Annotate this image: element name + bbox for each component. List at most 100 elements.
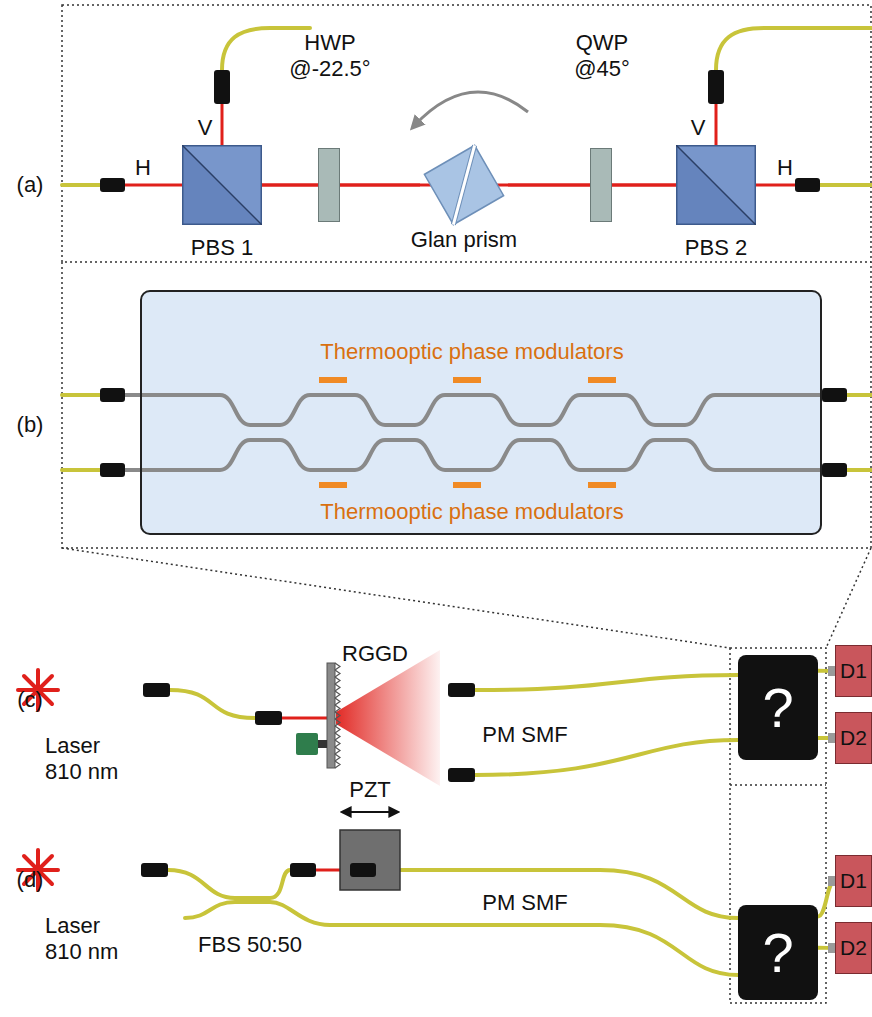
optical-fibers (185, 902, 738, 975)
part-label: (d) (17, 867, 44, 893)
dotted-frames (826, 548, 871, 648)
node-label: D1 (840, 868, 867, 893)
cube-face (182, 145, 262, 225)
fiber-couplers (141, 863, 168, 877)
thermooptic-heaters (319, 377, 616, 488)
thermooptic-heaters (588, 377, 616, 383)
fiber-couplers (448, 768, 475, 782)
node-label: Thermooptic phase modulators (320, 339, 623, 365)
unknown-mark: ? (762, 925, 793, 981)
splitting-plane (676, 145, 756, 225)
waveplate: QWP @45° (590, 148, 612, 222)
fiber-couplers (822, 463, 847, 477)
cube-face (182, 145, 262, 225)
cube-shape (182, 145, 262, 225)
prism-body (424, 145, 503, 224)
detector-port (828, 666, 835, 676)
dotted-frames (62, 548, 730, 648)
optical-fibers (820, 183, 872, 187)
fiber-couplers (100, 70, 847, 877)
part-label: H (777, 155, 793, 181)
waveguides (125, 440, 822, 470)
part-label: (b) (17, 412, 44, 438)
fiber-couplers (143, 683, 170, 697)
polarizing-beam-splitter: PBS 2 (676, 145, 756, 225)
fiber-couplers (795, 178, 820, 192)
optical-fibers (716, 28, 872, 70)
waveguides (125, 395, 822, 425)
part-label: FBS 50:50 (198, 932, 302, 958)
node-label: QWP @45° (552, 30, 652, 83)
thermooptic-heaters (588, 482, 616, 488)
part-label: PZT (349, 777, 391, 803)
laser-beam (508, 184, 590, 187)
fiber-couplers (708, 70, 724, 104)
node-label: Glan prism (411, 227, 517, 253)
cube-shape (676, 145, 756, 225)
splitting-plane (182, 145, 262, 225)
fiber-couplers (100, 178, 125, 192)
pzt-stage (340, 830, 400, 890)
unknown-device-box: ? (738, 655, 818, 760)
node-label: HWP @-22.5° (280, 30, 380, 83)
part-label: (c) (17, 687, 43, 713)
grating (318, 740, 327, 748)
fiber-couplers (100, 388, 125, 402)
node-label: D1 (840, 658, 867, 683)
glan-prism: Glan prism (420, 141, 508, 229)
part-label: H (135, 155, 151, 181)
cube-edge (677, 146, 756, 225)
node-label: Thermooptic phase modulators (320, 499, 623, 525)
source-label: Laser 810 nm (45, 913, 135, 966)
fiber-couplers (255, 711, 282, 725)
laser-beams (221, 104, 224, 145)
prism-body (424, 145, 503, 224)
detector-box: D1 (835, 855, 872, 907)
part-label: PM SMF (482, 890, 568, 916)
pzt-stage (340, 812, 400, 890)
optical-fibers (847, 393, 872, 397)
source-label: Laser 810 nm (45, 733, 135, 786)
prism-shape (420, 141, 508, 229)
optical-fibers (168, 870, 290, 898)
detector-box: D2 (835, 712, 872, 764)
dotted-frames (62, 5, 871, 262)
optical-fibers (62, 468, 100, 472)
thermooptic-heaters (453, 482, 481, 488)
rotation-arrow (414, 92, 528, 126)
laser-beam (612, 184, 676, 187)
thermooptic-heaters (319, 482, 347, 488)
node-label: D2 (840, 725, 867, 750)
optical-fibers (62, 28, 872, 975)
polarizing-beam-splitter: PBS 1 (182, 145, 262, 225)
grating (296, 733, 318, 755)
laser-beam (340, 184, 420, 187)
prism-gap (424, 145, 503, 224)
detector-box: D2 (835, 922, 872, 974)
detector-box: D1 (835, 645, 872, 697)
grating (327, 663, 335, 768)
dotted-frames (730, 784, 826, 786)
cube-face (676, 145, 756, 225)
laser-beam (262, 184, 318, 187)
waveguides (125, 395, 822, 470)
cube-edge (183, 146, 262, 225)
thermooptic-heaters (319, 377, 347, 383)
grating (296, 663, 340, 768)
optical-fibers (62, 393, 100, 397)
node-label: PBS 2 (685, 235, 747, 261)
detector-port (828, 943, 835, 953)
optical-fibers (62, 183, 100, 187)
unknown-device-box: ? (738, 905, 818, 1000)
laser-beams (715, 104, 718, 145)
node-label: PBS 1 (191, 235, 253, 261)
pzt-stage (342, 811, 398, 813)
dotted-frames (62, 262, 871, 548)
node-label: D2 (840, 935, 867, 960)
cube-face (676, 145, 756, 225)
part-label: V (691, 115, 706, 141)
dotted-frames (62, 5, 871, 1003)
laser-beams (125, 104, 795, 870)
part-label: PM SMF (482, 722, 568, 748)
optical-fibers (376, 870, 738, 918)
